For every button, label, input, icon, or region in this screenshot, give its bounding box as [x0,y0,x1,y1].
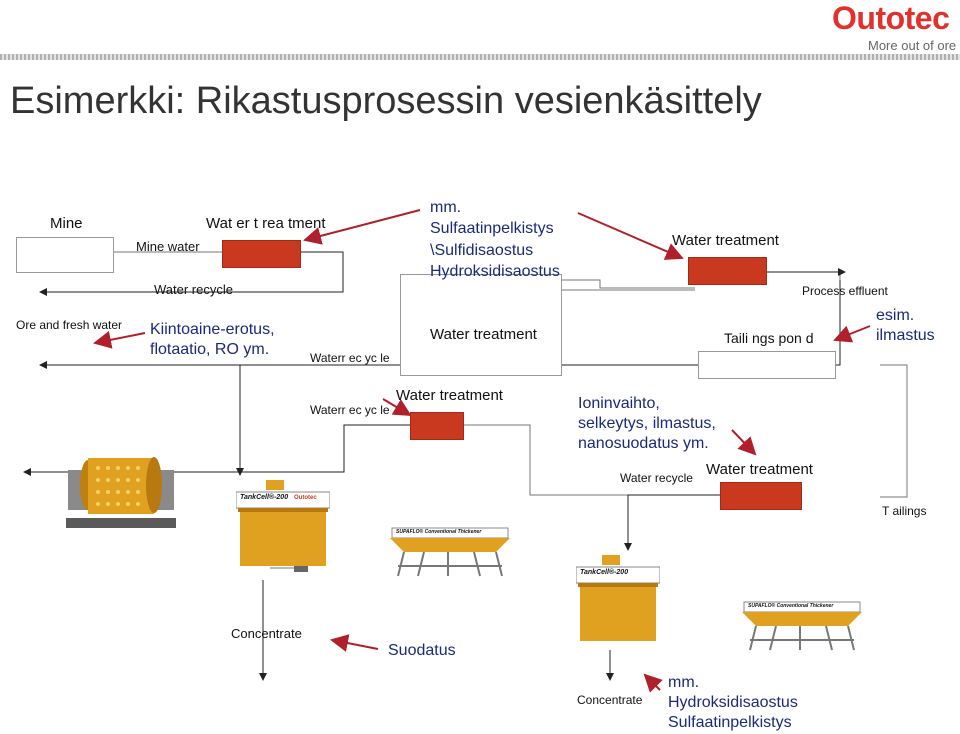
water-treatment-center-box [400,274,562,376]
label-concentrate-2: Concentrate [577,693,643,707]
tailings-pond-box [698,351,836,379]
label-ion-2: selkeytys, ilmastus, [578,415,716,432]
page-title: Esimerkki: Rikastusprosessin vesienkäsit… [10,80,762,122]
label-kiintoaine-2: flotaatio, RO ym. [150,341,270,358]
label-esim-2: ilmastus [876,327,935,344]
water-treatment-box-right [688,257,767,285]
label-water-treatment-center: Water treatment [430,326,537,343]
tankcell-1: TankCell®-200 Outotec [235,480,331,572]
header-stripe [0,54,960,60]
water-treatment-box-mid [410,412,464,440]
label-mine-water: Mine water [136,239,200,254]
label-water-recycle-3: Waterr ec yc le [310,403,390,417]
thickener-1: SUPAFLO® Conventional Thickener [388,522,512,580]
label-water-treatment-low: Water treatment [706,461,813,478]
thickener-1-label: SUPAFLO® Conventional Thickener [396,529,482,535]
label-water-recycle-4: Water recycle [620,471,693,485]
label-water-recycle-1: Water recycle [154,282,233,297]
grinding-mill-illustration [66,457,176,528]
label-ion-1: Ioninvaihto, [578,395,660,412]
label-water-recycle-2: Waterr ec yc le [310,351,390,365]
label-sulf-2: Sulfaatinpelkistys [430,220,554,237]
logo-tagline: More out of ore [868,38,957,53]
thickener-2: SUPAFLO® Conventional Thickener [740,596,864,654]
label-tailings-pond: Taili ngs pon d [724,330,814,346]
label-hyd-1: mm. [668,674,700,691]
label-kiintoaine-1: Kiintoaine-erotus, [150,321,275,338]
label-process-effluent: Process effluent [802,284,888,298]
label-sulf-3: \Sulfidisaostus [430,242,534,259]
mine-box [16,237,114,273]
water-treatment-box-low [720,482,802,510]
label-hyd-2: Hydroksidisaostus [668,694,798,711]
outotec-logo: Outotec [832,0,950,36]
tankcell-1-label: TankCell®-200 [240,494,289,501]
label-water-treatment-mid: Water treatment [396,387,503,404]
water-treatment-box-top [222,240,301,268]
label-suodatus: Suodatus [388,642,456,659]
tankcell-2: TankCell®-200 [575,555,661,647]
label-water-treatment-top: Wat er t rea tment [206,215,326,232]
label-esim-1: esim. [876,307,915,324]
label-water-treatment-right: Water treatment [672,232,779,249]
label-mine: Mine [50,215,83,232]
label-ion-3: nanosuodatus ym. [578,435,709,452]
label-concentrate-1: Concentrate [231,626,302,641]
label-hyd-3: Sulfaatinpelkistys [668,714,792,731]
label-tailings: T ailings [882,504,927,518]
tankcell-2-label: TankCell®-200 [580,569,629,576]
label-sulf-1: mm. [430,199,462,216]
thickener-2-label: SUPAFLO® Conventional Thickener [748,603,834,609]
label-sulf-4: Hydroksidisaostus [430,263,560,280]
label-ore-fresh-water: Ore and fresh water [16,318,123,332]
tankcell-1-brand: Outotec [294,495,317,501]
